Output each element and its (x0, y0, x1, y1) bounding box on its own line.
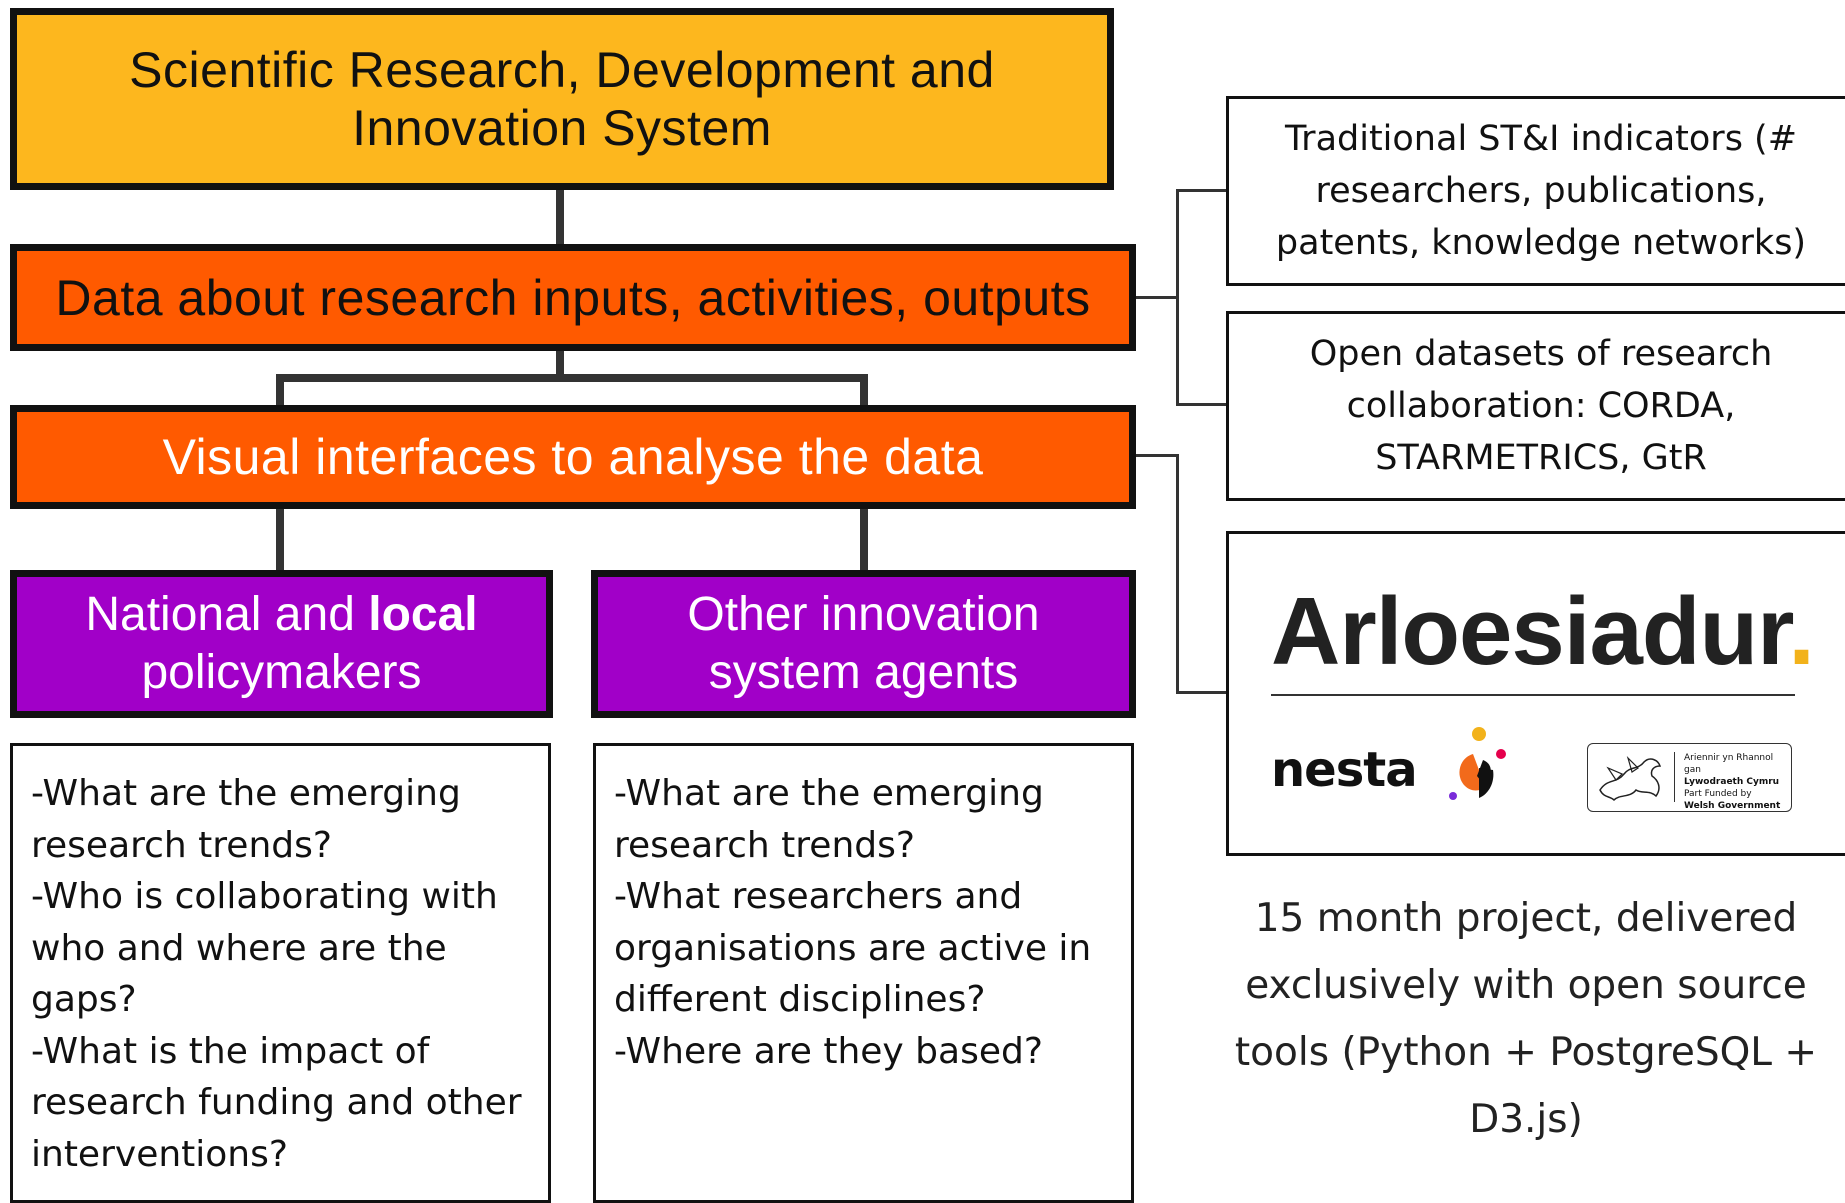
connector-to-logos (1176, 691, 1226, 694)
indicators-line: patents, knowledge networks) (1275, 223, 1807, 263)
connector-split-horizontal (276, 374, 868, 382)
innovation-system-label: Scientific Research, Development and Inn… (129, 42, 995, 156)
datasets-line: Open datasets of research (1309, 334, 1773, 374)
policymakers-line2: policymakers (141, 646, 422, 699)
open-datasets-box: Open datasets of research collaboration:… (1226, 311, 1845, 501)
welsh-government-logo: Ariennir yn Rhannol gan Lywodraeth Cymru… (1587, 743, 1792, 812)
indicators-line: Traditional ST&I indicators (# (1284, 119, 1798, 159)
research-data-label: Data about research inputs, activities, … (55, 269, 1091, 326)
connector-split-right (860, 374, 868, 407)
other-agents-line1: Other innovation (687, 588, 1040, 641)
policymakers-line1: National and local (85, 588, 478, 641)
welsh-logo-text: Ariennir yn Rhannol gan Lywodraeth Cymru… (1684, 753, 1781, 811)
question-line: -What are the emerging (31, 773, 461, 814)
bracket-to-indicators (1176, 189, 1226, 192)
question-line: research funding and other (31, 1082, 522, 1123)
other-agents-questions: -What are the emerging research trends? … (593, 743, 1134, 1203)
connector-visual-vertical (1176, 454, 1179, 694)
nesta-logo: nesta (1271, 727, 1506, 800)
innovation-system-box: Scientific Research, Development and Inn… (10, 8, 1114, 190)
connector-data-right (1136, 296, 1178, 299)
bracket-vertical (1176, 189, 1179, 406)
arloesiadur-logo: Arloesiadur. (1271, 578, 1815, 685)
indicators-line: researchers, publications, (1315, 171, 1767, 211)
question-line: research trends? (614, 824, 915, 866)
policymakers-box: National and local policymakers (10, 570, 553, 718)
note-line: tools (Python + PostgreSQL + (1234, 1030, 1818, 1075)
question-line: -What is the impact of (31, 1030, 430, 1072)
research-data-box: Data about research inputs, activities, … (10, 244, 1136, 351)
datasets-line: collaboration: CORDA, (1346, 386, 1736, 426)
note-line: 15 month project, delivered (1254, 896, 1798, 941)
logo-divider (1271, 694, 1795, 696)
welsh-logo-separator (1674, 752, 1675, 802)
connector-top-data (556, 190, 564, 246)
question-line: interventions? (31, 1133, 288, 1175)
question-line: -Where are they based? (614, 1030, 1043, 1072)
visual-interfaces-box: Visual interfaces to analyse the data (10, 405, 1136, 509)
connector-split-left (276, 374, 284, 407)
connector-visual-national (276, 509, 284, 572)
connector-visual-right (1136, 454, 1178, 457)
policymakers-questions: -What are the emerging research trends? … (10, 743, 551, 1203)
question-line: organisations are active in (614, 927, 1092, 969)
question-line: who and where are the (31, 927, 447, 969)
question-line: -Who is collaborating with (31, 876, 498, 917)
project-note: 15 month project, delivered exclusively … (1226, 885, 1826, 1153)
other-agents-line2: system agents (708, 646, 1019, 699)
bracket-to-datasets (1176, 403, 1226, 406)
question-line: -What researchers and (614, 876, 1023, 917)
note-line: D3.js) (1469, 1097, 1583, 1142)
question-line: different disciplines? (614, 979, 986, 1020)
visual-interfaces-label: Visual interfaces to analyse the data (162, 429, 984, 485)
question-line: gaps? (31, 979, 137, 1020)
traditional-indicators-box: Traditional ST&I indicators (# researche… (1226, 96, 1845, 286)
question-line: -What are the emerging (614, 773, 1044, 814)
question-line: research trends? (31, 824, 332, 866)
datasets-line: STARMETRICS, GtR (1375, 438, 1707, 478)
note-line: exclusively with open source (1245, 963, 1807, 1008)
logos-box: Arloesiadur. nesta Ariennir yn Rhannol g… (1226, 531, 1845, 856)
connector-data-visual (556, 351, 564, 377)
connector-visual-other (860, 509, 868, 572)
nesta-mark-icon (1449, 727, 1506, 800)
dragon-icon (1599, 755, 1662, 802)
other-agents-box: Other innovation system agents (591, 570, 1136, 718)
